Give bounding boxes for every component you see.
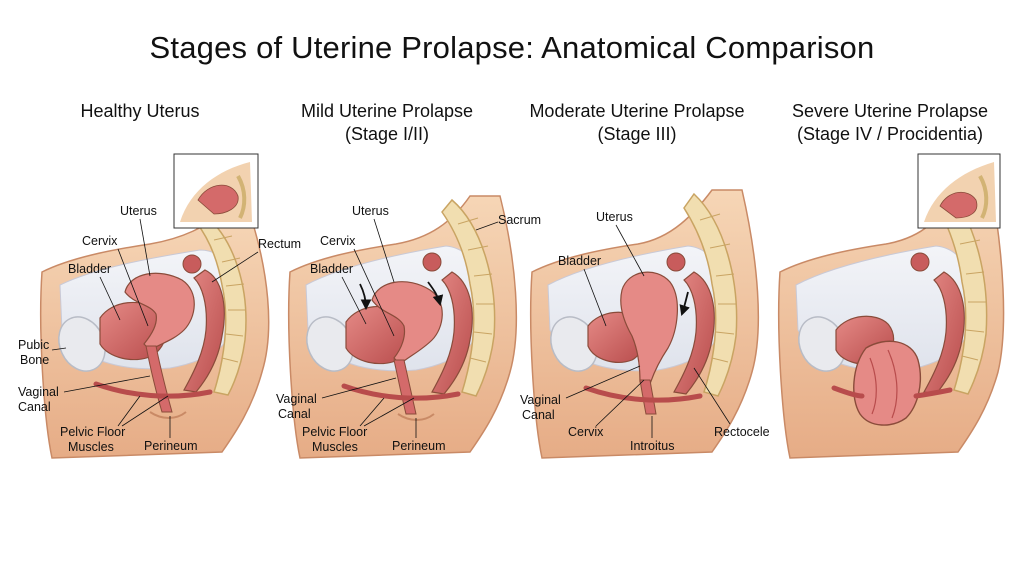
label-uterus: Uterus: [352, 204, 389, 218]
label-bladder: Bladder: [310, 262, 353, 276]
prolapsed-uterus: [854, 341, 921, 425]
label-cervix: Cervix: [320, 234, 356, 248]
label-vaginal-canal: Vaginal: [276, 392, 317, 406]
label-uterus: Uterus: [120, 204, 157, 218]
label-sacrum: Sacrum: [498, 213, 541, 227]
inset-thumbnail: [918, 154, 1000, 228]
label-pelvic-floor-line2: Muscles: [68, 440, 114, 454]
label-bladder: Bladder: [68, 262, 111, 276]
label-pelvic-floor: Pelvic Floor: [60, 425, 125, 439]
label-uterus: Uterus: [596, 210, 633, 224]
label-introitus: Introitus: [630, 439, 674, 453]
label-vaginal-canal-line2: Canal: [278, 407, 311, 421]
label-perineum: Perineum: [392, 439, 446, 453]
label-pubic-bone: Pubic: [18, 338, 49, 352]
label-cervix: Cervix: [568, 425, 604, 439]
label-vaginal-canal-line2: Canal: [522, 408, 555, 422]
panel-mild: Uterus Cervix Bladder Sacrum Vaginal Can…: [276, 196, 541, 458]
label-vaginal-canal: Vaginal: [520, 393, 561, 407]
label-rectum: Rectum: [258, 237, 301, 251]
label-pelvic-floor: Pelvic Floor: [302, 425, 367, 439]
label-cervix: Cervix: [82, 234, 118, 248]
label-vaginal-canal-line2: Canal: [18, 400, 51, 414]
label-vaginal-canal: Vaginal: [18, 385, 59, 399]
label-pubic-bone-line2: Bone: [20, 353, 49, 367]
panel-healthy: Uterus Cervix Bladder Rectum Pubic Bone …: [18, 154, 301, 458]
label-rectocele: Rectocele: [714, 425, 770, 439]
inset-thumbnail: [174, 154, 258, 228]
label-bladder: Bladder: [558, 254, 601, 268]
panel-moderate: Uterus Bladder Vaginal Canal Cervix Intr…: [520, 190, 770, 458]
label-pelvic-floor-line2: Muscles: [312, 440, 358, 454]
panel-severe: [779, 154, 1004, 458]
label-perineum: Perineum: [144, 439, 198, 453]
